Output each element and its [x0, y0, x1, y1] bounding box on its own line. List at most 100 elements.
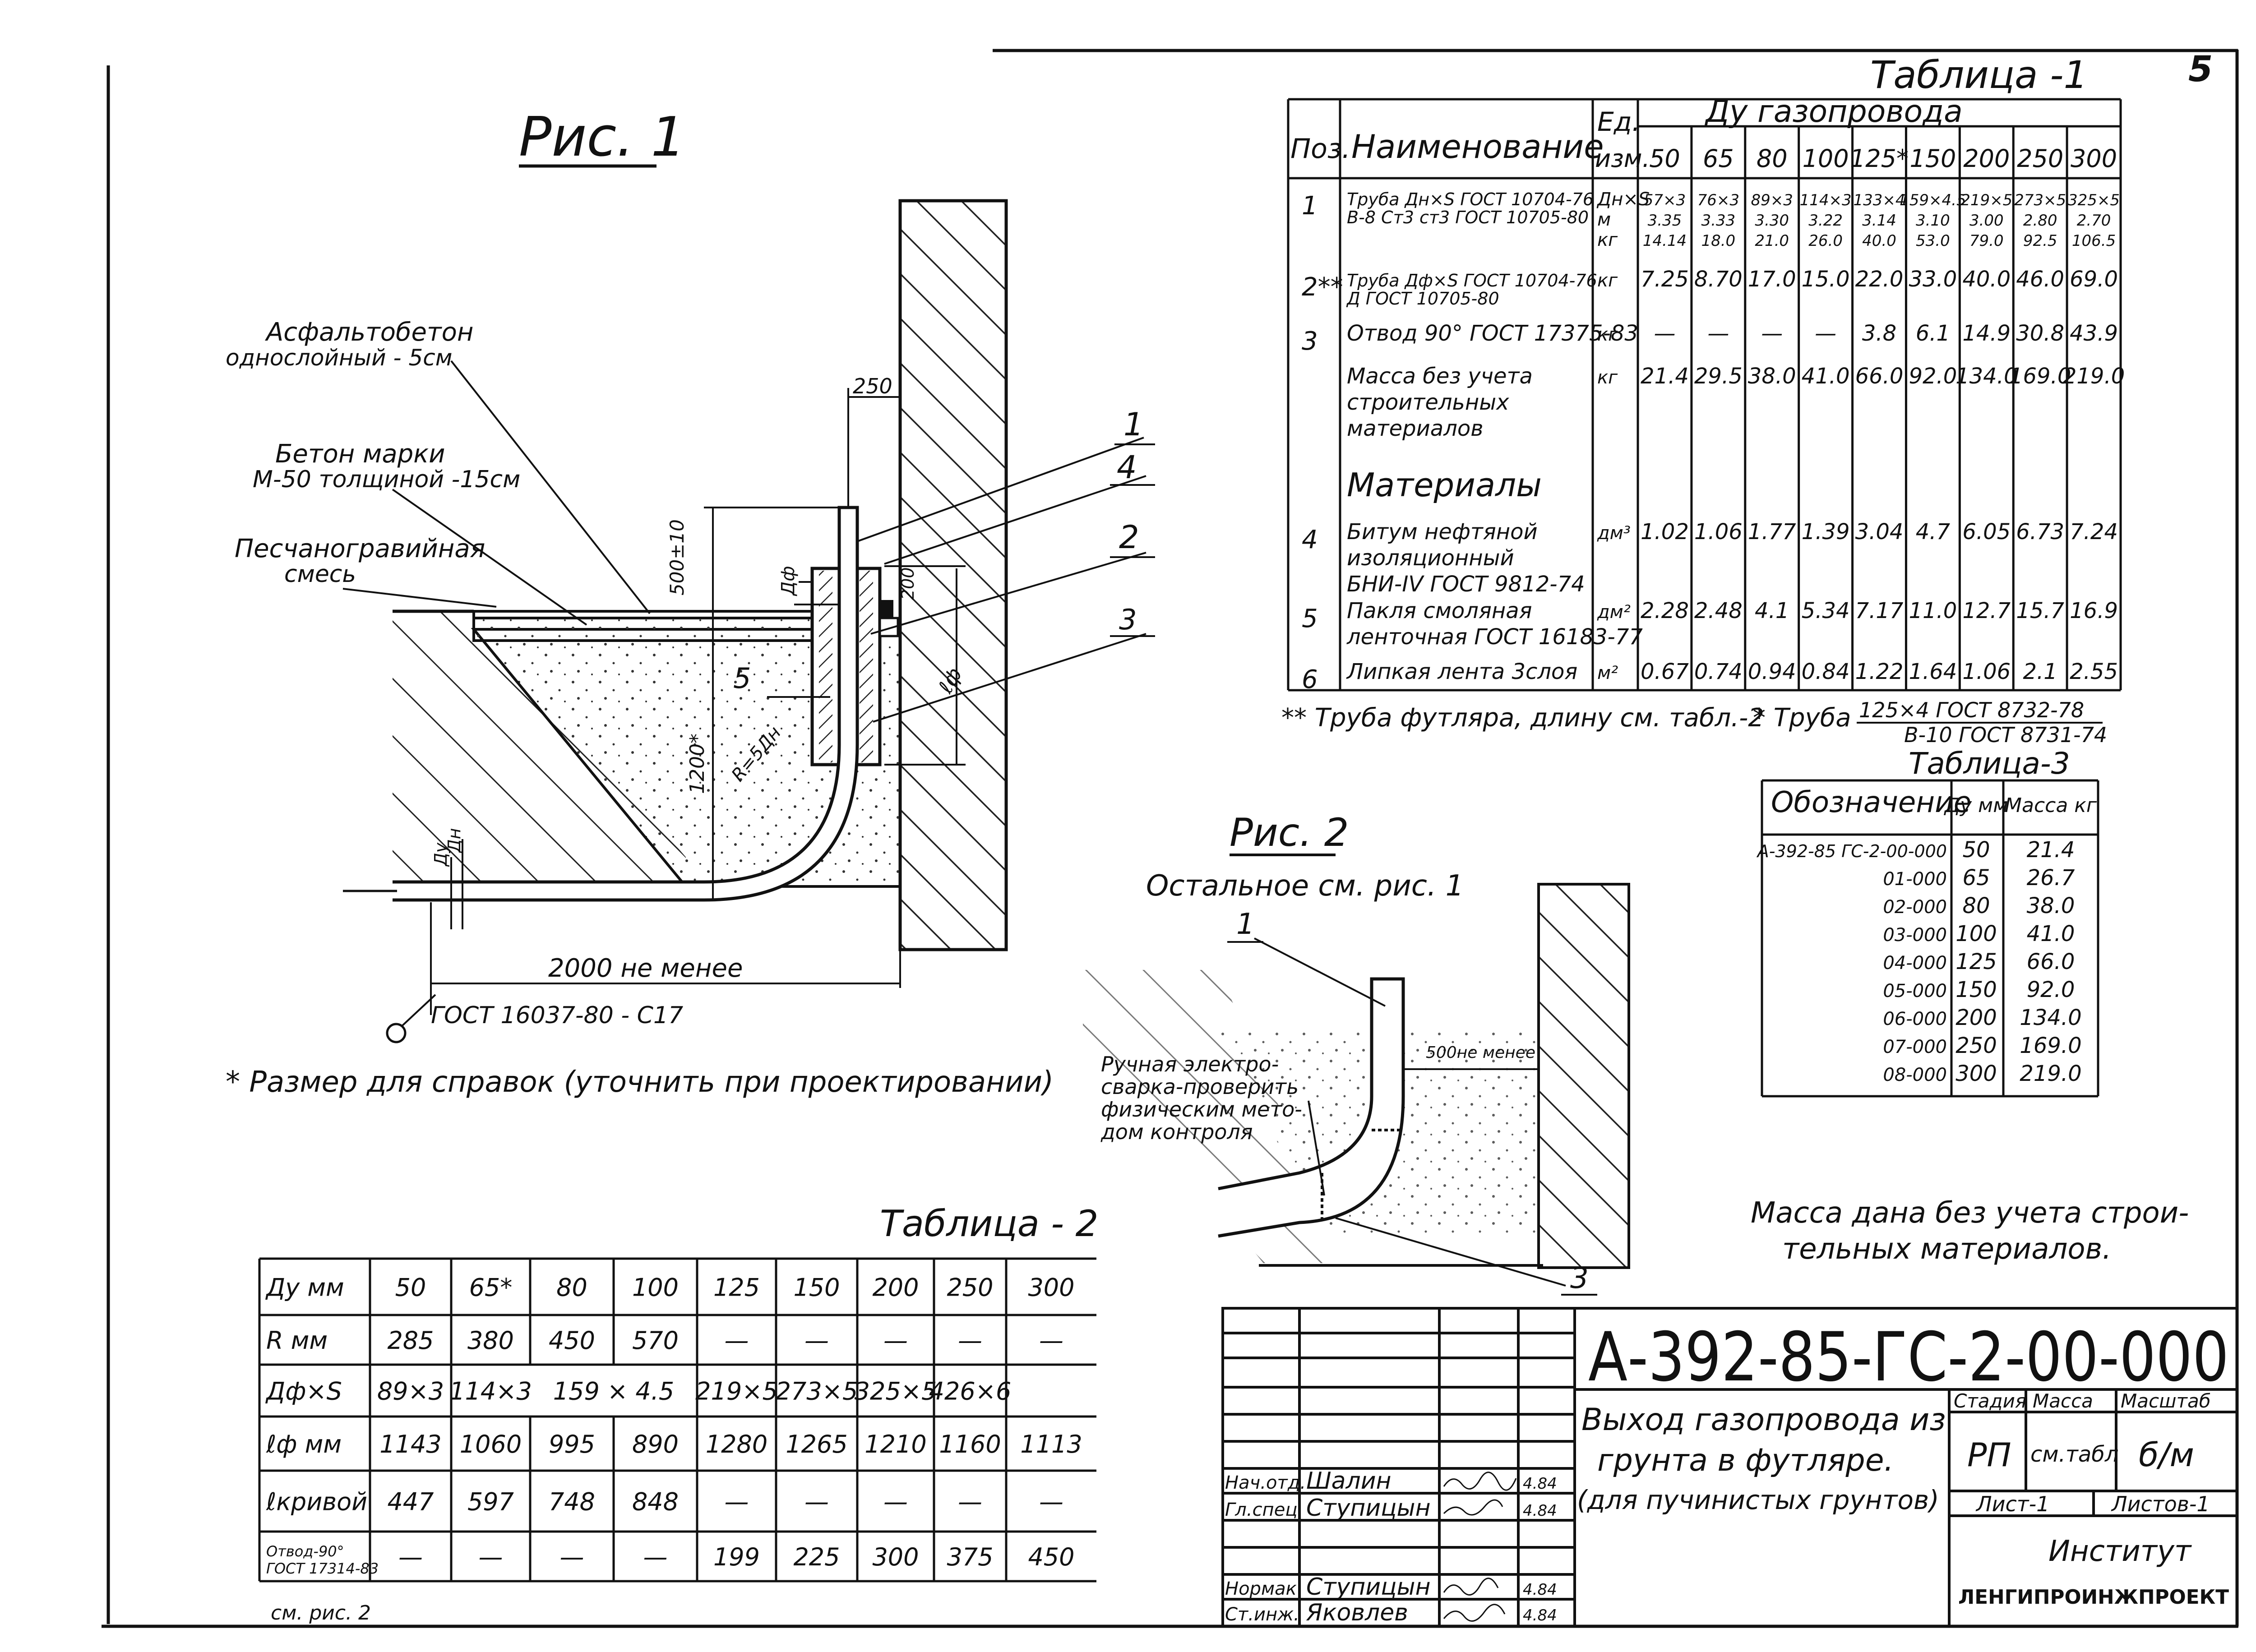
table1-cell: 11.0 [1909, 598, 1957, 623]
table2-cell: 114×3 [449, 1377, 532, 1406]
table2-cell: 273×5 [776, 1377, 858, 1406]
fig2-callout-1: 1 [1236, 908, 1255, 941]
table1-cell: 1.06 [1694, 519, 1743, 545]
table3-code: 05-000 [1883, 981, 1947, 1001]
callout-4: 4 [1117, 449, 1137, 486]
table1-cell: 17.0 [1748, 267, 1796, 292]
table1-pos: 6 [1302, 665, 1318, 694]
table2-cell: 1265 [786, 1430, 847, 1458]
table1-cell: 3.8 [1862, 321, 1896, 346]
fig1-title: Рис. 1 [519, 106, 685, 169]
table3-code: 08-000 [1883, 1065, 1947, 1085]
table2-cell: 848 [632, 1488, 679, 1516]
table3-code: 07-000 [1883, 1037, 1947, 1057]
table1-header-du: 80 [1757, 144, 1788, 173]
table1-unit: кг [1597, 324, 1618, 345]
table1-cell: 1.06 [1962, 659, 2011, 684]
fig1-gas-pipe [393, 506, 859, 902]
table1-footnote-right-num: 125×4 ГОСТ 8732-78 [1859, 698, 2084, 722]
mass-label: Масса [2033, 1390, 2093, 1412]
table1-cell: — [1654, 321, 1675, 346]
table2-cell: — [883, 1326, 908, 1355]
table1-footnote-left: ** Труба футляра, длину см. табл.-2 [1281, 703, 1764, 733]
table1-unit: м² [1597, 663, 1618, 683]
table1-unit: дм² [1597, 602, 1631, 623]
table1-header-unit-1: Ед. [1597, 106, 1640, 137]
table2-cell: 300 [872, 1543, 919, 1571]
table2-cell: 125 [713, 1274, 760, 1302]
date-3: 4.84 [1523, 1581, 1557, 1599]
table2-cell: Дф×S [265, 1377, 342, 1406]
table1-cell: 1.22 [1855, 659, 1904, 684]
table1-cell: 325×5 [2068, 191, 2120, 209]
label-asphalt-1: Асфальтобетон [265, 318, 473, 347]
table3-mass: 66.0 [2027, 949, 2075, 974]
table1-cell: 0.84 [1802, 659, 1850, 684]
table1-cell: 6.1 [1916, 321, 1950, 346]
table3-code: 06-000 [1883, 1009, 1947, 1029]
table1-title: Таблица -1 [1870, 53, 2088, 97]
table1-cell: 89×3 [1751, 191, 1793, 209]
table1-cell: 2.80 [2023, 212, 2057, 230]
role-2: Гл.спец. [1225, 1500, 1303, 1520]
table3-header-code: Обозначение [1771, 786, 1971, 819]
table3-code: 03-000 [1883, 925, 1947, 946]
name-3: Ступицын [1306, 1574, 1431, 1601]
table1-cell: 15.0 [1802, 267, 1850, 292]
callout-1: 1 [1123, 406, 1144, 443]
title-block: А-392-85-ГС-2-00-000 Выход газопровода и… [1221, 1307, 2238, 1628]
table3-code: 02-000 [1883, 897, 1947, 918]
table1-cell: 219×5 [1960, 191, 2012, 209]
table1-pos: 5 [1302, 604, 1318, 633]
table1-cell: 273×5 [2014, 191, 2066, 209]
table1-cell: — [1707, 321, 1729, 346]
table2-cell: 100 [632, 1274, 679, 1302]
callout-2: 2 [1119, 519, 1139, 556]
table1-cell: 134.0 [1956, 364, 2017, 389]
date-4: 4.84 [1523, 1606, 1557, 1624]
table1-name: Масса без учета [1347, 364, 1533, 389]
table1-name: Пакля смоляная [1347, 598, 1532, 623]
table2-cell: 1060 [460, 1430, 522, 1458]
table1-cell: 2.1 [2023, 659, 2057, 684]
role-3: Нормак [1225, 1578, 1297, 1599]
table3-mass: 38.0 [2027, 893, 2075, 918]
table2-cell: ℓкривой [266, 1488, 367, 1516]
table2-cell: — [725, 1488, 749, 1516]
table1-unit: м [1597, 209, 1611, 230]
date-2: 4.84 [1523, 1502, 1557, 1520]
table2-cell: 1210 [864, 1430, 926, 1458]
fig2-wall [1537, 883, 1630, 1269]
table1-cell: 40.0 [1962, 267, 2011, 292]
table1-pos: 3 [1302, 327, 1318, 356]
table1-name: строительных [1347, 390, 1509, 415]
table1-cell: — [1761, 321, 1783, 346]
table2-cell: 748 [549, 1488, 595, 1516]
table1-unit: Дн×S [1596, 189, 1650, 210]
table3-du: 50 [1962, 837, 1990, 863]
title-line-2: грунта в футляре. [1597, 1443, 1894, 1478]
table2-cell: — [643, 1543, 668, 1571]
table1-header-du: 100 [1803, 144, 1849, 173]
table2-cell: — [560, 1543, 584, 1571]
table1-name: ленточная ГОСТ 16183-77 [1346, 624, 1643, 650]
table3-du: 100 [1956, 921, 1997, 946]
table3-code: 01-000 [1883, 869, 1947, 890]
table1-cell: 0.67 [1641, 659, 1689, 684]
table2-cell: 65* [469, 1274, 513, 1302]
table1-cell: 3.04 [1855, 519, 1904, 545]
date-1: 4.84 [1523, 1475, 1557, 1493]
table2-cell: 450 [1028, 1543, 1074, 1571]
fig1-case-insulation [819, 571, 832, 762]
table1-cell: 66.0 [1855, 364, 1904, 389]
table1-name: изоляционный [1347, 545, 1514, 571]
scale-value: б/м [2139, 1436, 2194, 1474]
table1-cell: 5.34 [1802, 598, 1850, 623]
figure-1: Рис. 1 [226, 106, 1155, 1099]
fig2-dim-500: 500не менее [1426, 1043, 1535, 1062]
table1-header-pos: Поз. [1290, 133, 1350, 165]
